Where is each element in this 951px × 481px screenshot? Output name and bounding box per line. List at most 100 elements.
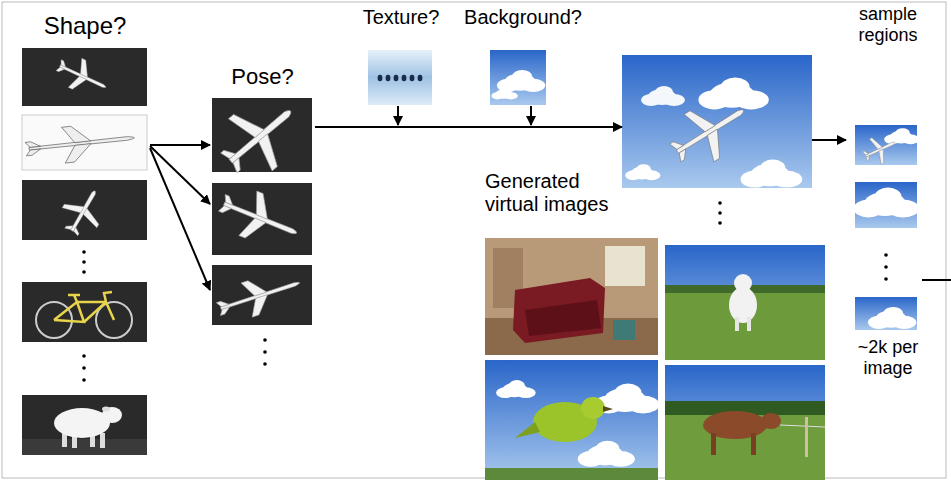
composite-image <box>698 77 768 109</box>
gallery-image <box>485 360 658 480</box>
background-swatch <box>491 87 517 99</box>
join-arrow <box>530 106 532 125</box>
shape-panel: Shape? <box>20 12 150 458</box>
gallery-image <box>761 413 781 429</box>
ellipsis-dots <box>82 260 86 264</box>
gallery-image <box>485 468 658 480</box>
gallery-image <box>578 441 635 467</box>
composite-image <box>625 164 660 180</box>
background-panel: Background? <box>460 6 586 38</box>
gallery-image <box>735 317 739 331</box>
gallery-image <box>515 422 540 438</box>
sample-thumb <box>855 297 917 330</box>
gallery-image <box>525 300 601 336</box>
exit-line <box>922 279 951 281</box>
gallery-image <box>496 380 536 398</box>
sample-thumb <box>859 130 901 169</box>
ellipsis-dots <box>884 253 888 257</box>
texture-swatch <box>378 75 423 81</box>
pose-thumb <box>212 265 312 326</box>
node-heading: Generated virtual images <box>485 170 625 216</box>
ellipsis-dots <box>263 362 267 366</box>
pose-thumb <box>207 85 313 189</box>
generated-panel: Generated virtual images <box>483 52 828 480</box>
flow-arrow <box>150 144 210 146</box>
shape-thumb <box>22 282 147 342</box>
sample-thumb <box>855 125 919 169</box>
ellipsis-dots <box>718 201 722 205</box>
shape-thumb <box>22 395 147 455</box>
node-heading: Background? <box>460 6 586 29</box>
ellipsis-dots <box>82 270 86 274</box>
shape-thumb <box>22 48 147 106</box>
composite-frame <box>622 55 812 188</box>
flow-arrow <box>812 139 846 141</box>
pose-thumb <box>213 181 306 256</box>
sample-thumb <box>868 307 916 329</box>
gallery-image <box>805 417 808 457</box>
split-arrow <box>150 148 210 290</box>
shape-thumb <box>54 408 110 438</box>
gallery-image <box>581 397 605 419</box>
ellipsis-dots <box>718 211 722 215</box>
background-swatch <box>490 50 546 105</box>
composite-image <box>660 86 758 176</box>
ellipsis-dots <box>82 354 86 382</box>
gallery-image <box>751 433 756 455</box>
gallery-image <box>665 245 825 360</box>
gallery-image <box>513 278 605 343</box>
texture-swatch <box>418 75 423 81</box>
ellipsis-dots <box>82 250 86 254</box>
texture-swatch <box>394 75 399 81</box>
node-heading: sample regions <box>846 4 930 45</box>
gallery-image <box>485 360 660 480</box>
gallery-image <box>605 246 645 286</box>
gallery-image <box>485 238 658 355</box>
ellipsis-dots <box>263 350 267 354</box>
pose-thumb <box>207 85 313 189</box>
pose-thumb <box>212 181 312 256</box>
gallery-image <box>665 365 825 480</box>
texture-panel: Texture? <box>343 6 459 38</box>
ellipsis-dots <box>82 354 86 358</box>
gallery-image <box>613 320 635 340</box>
gallery-image <box>594 384 660 414</box>
composite-image <box>641 86 685 106</box>
shape-thumb <box>22 115 147 170</box>
ellipsis-dots <box>82 366 86 370</box>
node-note: ~2k per image <box>846 337 930 378</box>
texture-swatch <box>368 50 432 105</box>
background-swatch <box>490 50 546 105</box>
ellipsis-dots <box>884 265 888 269</box>
shape-thumb <box>102 407 110 412</box>
gallery-image <box>485 238 658 355</box>
ellipsis-dots <box>263 338 267 366</box>
gallery-image <box>711 433 716 455</box>
shape-thumb <box>52 51 113 102</box>
shape-thumb <box>22 395 147 455</box>
texture-swatch <box>402 75 407 81</box>
gallery-image <box>603 406 613 412</box>
ellipsis-dots <box>718 201 722 225</box>
sample-thumb <box>855 297 917 330</box>
split-arrow <box>150 146 210 204</box>
shape-thumb <box>24 120 136 167</box>
texture-swatch <box>386 75 391 81</box>
shape-thumb <box>22 48 147 106</box>
shape-thumb <box>22 115 147 170</box>
ellipsis-dots <box>884 253 888 281</box>
gallery-image <box>780 425 825 427</box>
join-arrow <box>397 106 399 125</box>
node-heading: Texture? <box>343 6 459 29</box>
shape-thumb <box>54 181 112 242</box>
node-heading: Pose? <box>210 64 315 89</box>
shape-thumb <box>22 439 147 455</box>
gallery-image <box>665 365 825 480</box>
texture-swatch <box>368 50 432 105</box>
gallery-image <box>734 274 752 292</box>
ellipsis-dots <box>82 378 86 382</box>
sample-thumb <box>854 182 920 228</box>
ellipsis-dots <box>718 221 722 225</box>
ellipsis-dots <box>82 250 86 274</box>
